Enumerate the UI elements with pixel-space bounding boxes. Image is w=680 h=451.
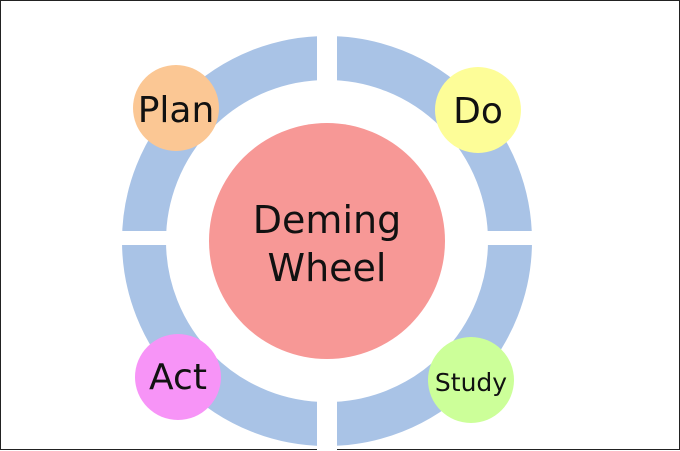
do-label: Do — [453, 91, 503, 132]
center-hub: Deming Wheel — [209, 123, 445, 359]
center-circle — [209, 123, 445, 359]
study-node — [428, 337, 514, 423]
act-node — [135, 334, 221, 420]
step-do: Do — [435, 67, 521, 153]
step-plan: Plan — [133, 65, 219, 151]
step-study: Study — [428, 337, 514, 423]
study-label: Study — [435, 368, 507, 397]
step-act: Act — [135, 334, 221, 420]
act-label: Act — [149, 357, 207, 398]
center-title-line-2: Wheel — [268, 246, 387, 290]
plan-label: Plan — [138, 90, 215, 131]
center-title-line-1: Deming — [253, 198, 401, 242]
plan-node — [133, 65, 219, 151]
do-node — [435, 67, 521, 153]
